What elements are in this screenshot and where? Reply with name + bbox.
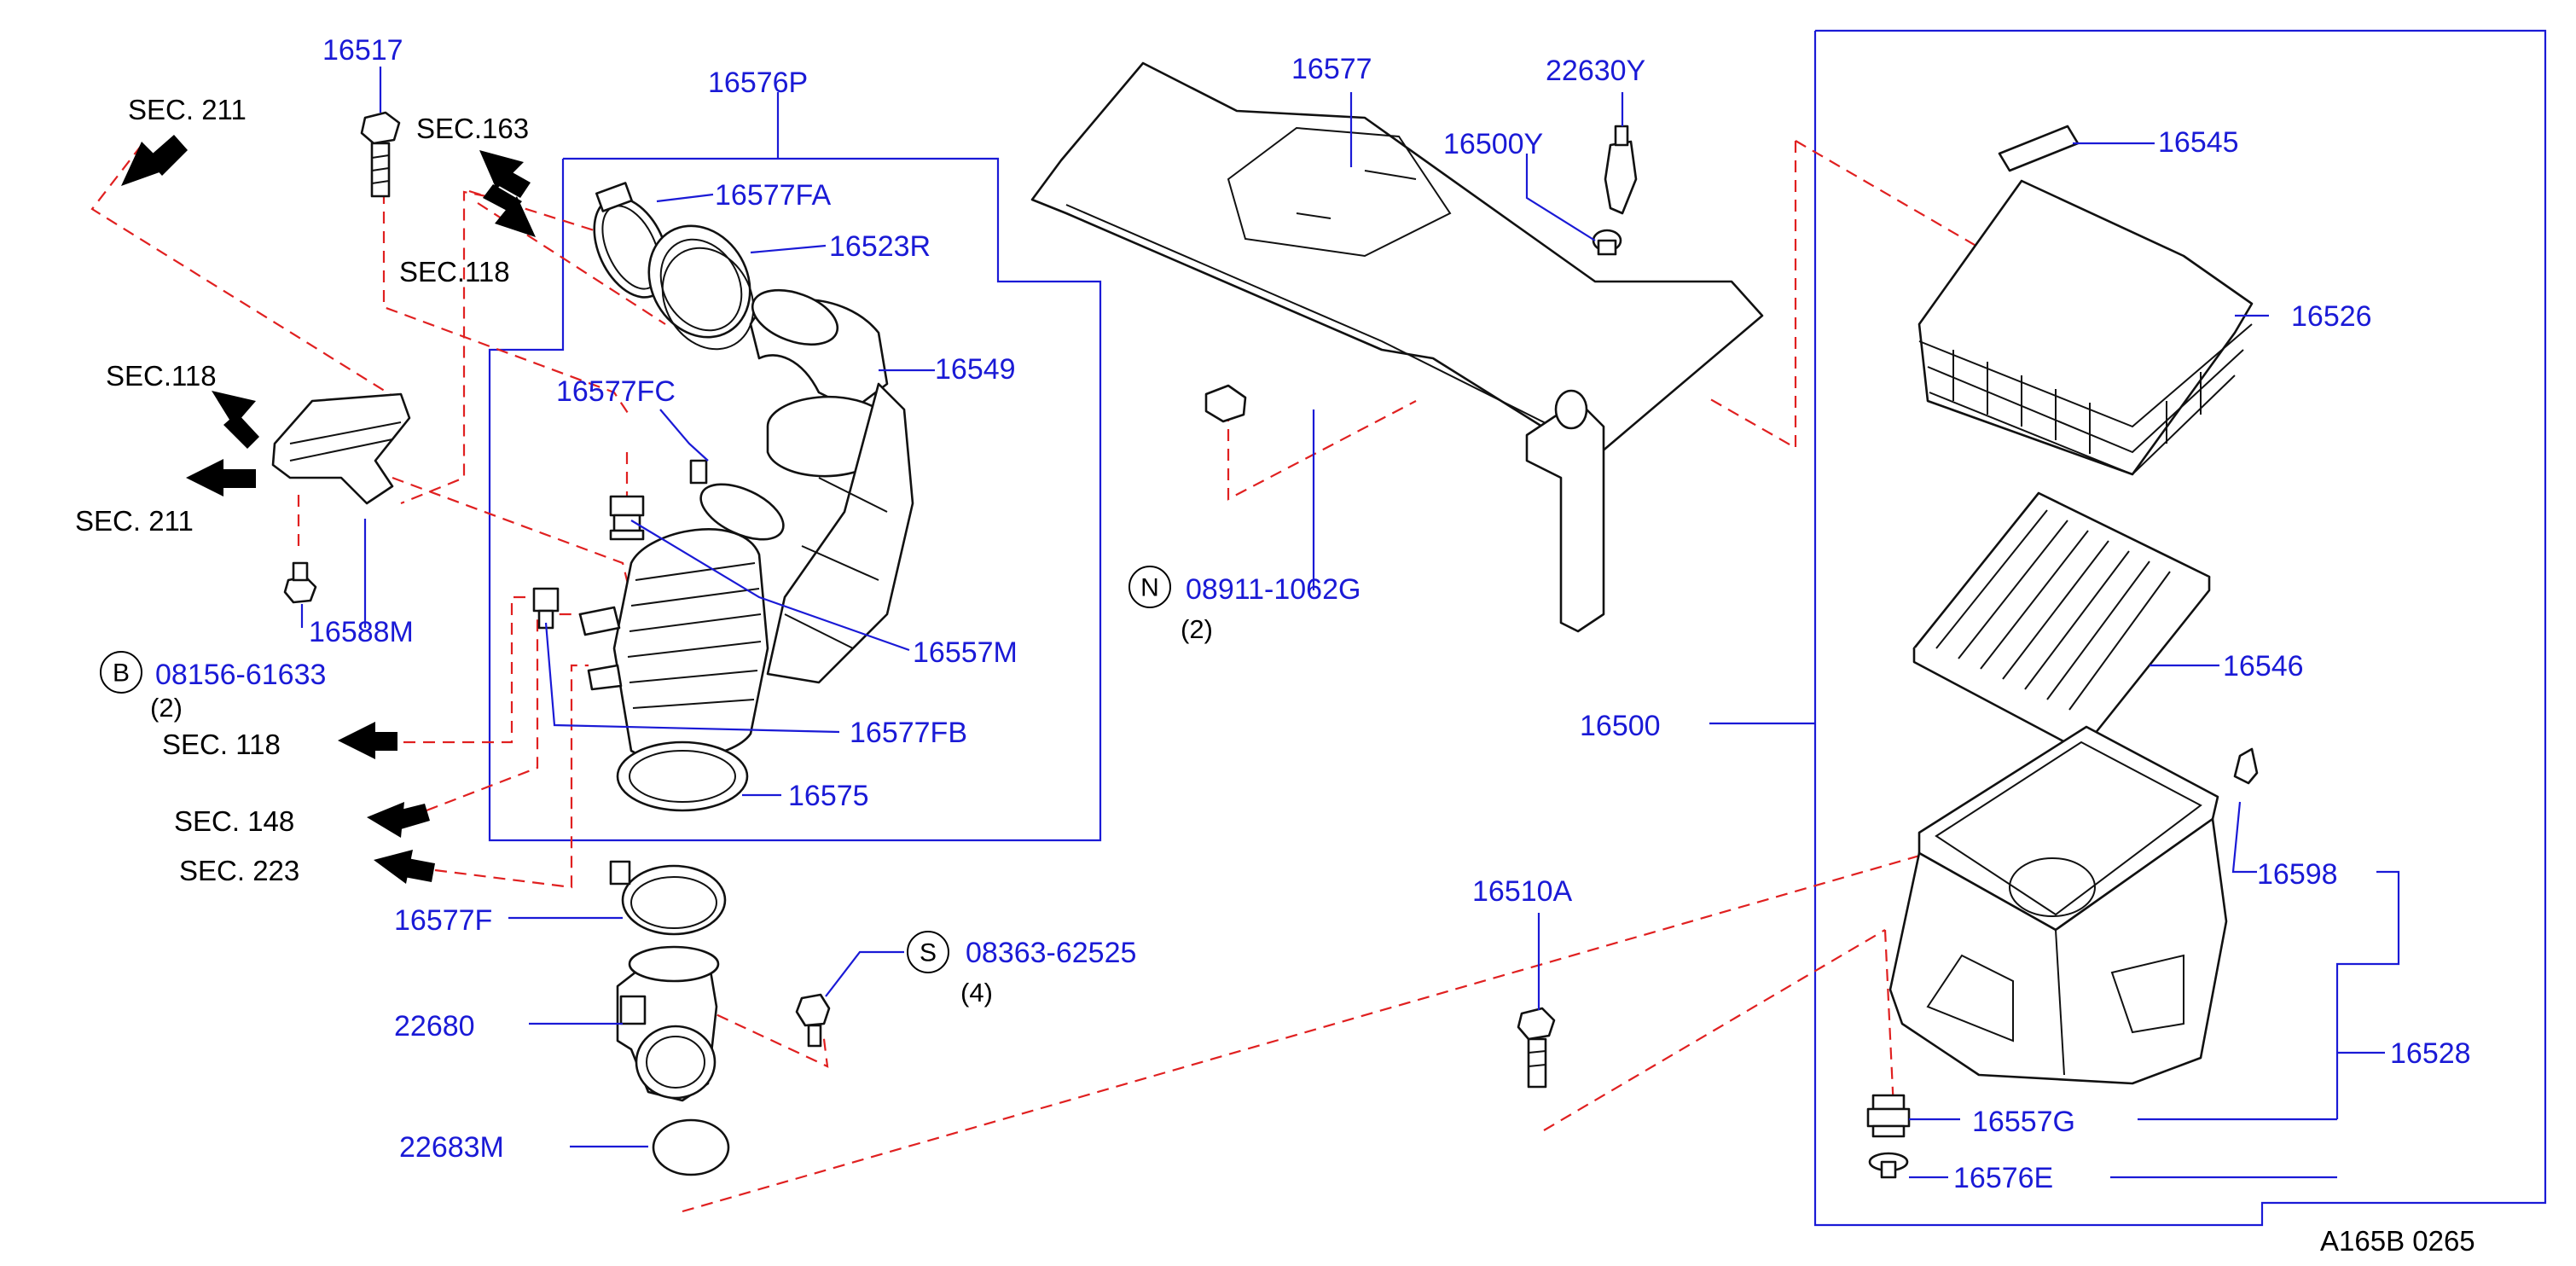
frame-16576p <box>488 157 1102 842</box>
label-16549: 16549 <box>935 353 1016 386</box>
grommet-16557m-drawing <box>609 495 645 541</box>
diagram-code: A165B 0265 <box>2320 1225 2475 1257</box>
label-16517: 16517 <box>322 34 403 67</box>
arrow-sec118-mid <box>212 391 259 449</box>
sec-223: SEC. 223 <box>179 855 299 886</box>
label-16575: 16575 <box>788 780 869 812</box>
duct-16549-drawing <box>749 288 914 684</box>
sec-148: SEC. 148 <box>174 805 294 837</box>
filter-element-16546-drawing <box>1912 491 2211 752</box>
screw-08363-drawing <box>795 993 831 1048</box>
label-16557m: 16557M <box>913 636 1018 669</box>
sec-163: SEC.163 <box>416 113 529 144</box>
symbol-b-letter: B <box>113 659 130 688</box>
label-16500y: 16500Y <box>1443 128 1543 160</box>
label-16526: 16526 <box>2291 300 2372 333</box>
sec-118-top: SEC.118 <box>399 256 510 287</box>
label-16528: 16528 <box>2390 1037 2471 1070</box>
sec-118-mid: SEC.118 <box>106 360 217 392</box>
cover-16526-drawing <box>1917 179 2254 476</box>
label-16557g: 16557G <box>1972 1106 2075 1138</box>
bolt-16517-drawing <box>360 111 401 198</box>
label-16577fb: 16577FB <box>850 717 967 749</box>
label-08156-61633: 08156-61633 <box>155 659 326 691</box>
label-08911-1062g: 08911-1062G <box>1186 573 1361 606</box>
symbol-n: N <box>1128 566 1171 608</box>
bushing-16576e-drawing <box>1868 1152 1909 1179</box>
bracket-16588m-drawing <box>271 392 411 505</box>
label-08363-62525: 08363-62525 <box>966 937 1136 969</box>
arrow-sec211-mid <box>186 459 256 497</box>
bolt-16510a-drawing <box>1517 1007 1556 1089</box>
clamp-16577f-drawing <box>609 860 727 936</box>
housing-16528-drawing <box>1888 725 2228 1085</box>
symbol-b: B <box>100 651 142 694</box>
arrow-sec223 <box>374 850 435 884</box>
label-16545-drawing <box>1998 125 2080 172</box>
arrow-sec118-top <box>483 184 536 237</box>
sec-118-low: SEC. 118 <box>162 729 281 760</box>
quantity-s: (4) <box>960 978 993 1008</box>
symbol-s-letter: S <box>920 939 937 967</box>
symbol-n-letter: N <box>1140 574 1159 602</box>
label-22680: 22680 <box>394 1010 475 1042</box>
seal-22683m-drawing <box>652 1118 730 1176</box>
label-16577: 16577 <box>1291 53 1372 85</box>
ring-16523r-drawing <box>647 224 755 351</box>
arrow-sec148 <box>367 802 430 838</box>
label-16576p: 16576P <box>708 67 808 99</box>
direction-arrows <box>121 135 536 884</box>
arrow-sec118-low <box>338 722 397 759</box>
section-labels: SEC. 211 SEC.163 SEC.118 SEC.118 SEC. 21… <box>75 94 529 886</box>
air-flow-meter-22680-drawing <box>616 945 720 1102</box>
quantity-b: (2) <box>150 693 183 723</box>
nut-08911-drawing <box>1204 384 1247 423</box>
resonator-16577-drawing <box>1030 61 1764 633</box>
label-16500: 16500 <box>1580 710 1661 742</box>
label-16577f: 16577F <box>394 904 492 937</box>
symbol-s: S <box>907 931 949 973</box>
arrow-sec211-top <box>121 135 188 186</box>
arrow-sec163 <box>479 150 531 198</box>
label-16598: 16598 <box>2257 858 2338 891</box>
quantity-n: (2) <box>1181 614 1213 644</box>
label-16546: 16546 <box>2223 650 2304 682</box>
sec-211-mid: SEC. 211 <box>75 505 194 537</box>
dashed-connectors <box>90 140 2057 1213</box>
label-16577fa: 16577FA <box>715 179 831 212</box>
part-labels: 16517 16576P 16577FA 16523R 16549 16577F… <box>155 34 2471 1194</box>
label-16545: 16545 <box>2158 126 2239 159</box>
label-16576e: 16576E <box>1953 1162 2053 1194</box>
grommet-16557g-drawing <box>1866 1094 1911 1138</box>
label-16588m: 16588M <box>309 616 414 648</box>
clip-16598-drawing <box>2233 747 2259 785</box>
label-16577fc: 16577FC <box>556 375 676 408</box>
hose-16575-drawing <box>578 528 769 812</box>
sec-211-top: SEC. 211 <box>128 94 247 125</box>
clamp-16577fc-drawing <box>689 459 785 541</box>
leader-lines <box>300 67 2400 1179</box>
label-22683m: 22683M <box>399 1131 504 1164</box>
label-16510a: 16510A <box>1472 875 1573 908</box>
sensor-22630y-drawing <box>1604 125 1638 215</box>
label-22630y: 22630Y <box>1546 55 1645 87</box>
grommet-16500y-drawing <box>1592 229 1622 256</box>
label-16523r: 16523R <box>829 230 931 263</box>
frame-16500 <box>1813 29 2547 1227</box>
bolt-08156-drawing <box>283 561 317 604</box>
